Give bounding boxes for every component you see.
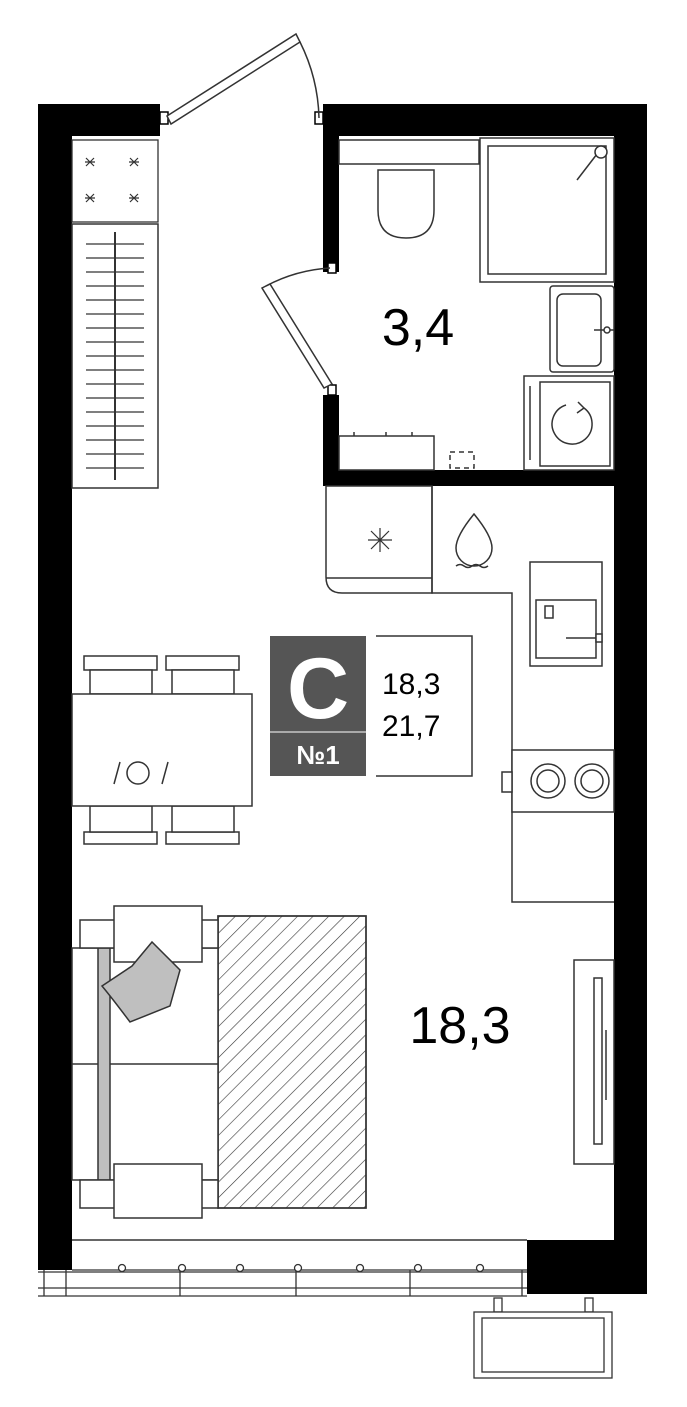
living-area: 18,3 bbox=[382, 668, 440, 701]
bath-vent bbox=[449, 451, 475, 469]
kitchen-counter bbox=[431, 486, 614, 903]
areas-box: 18,3 21,7 bbox=[376, 635, 473, 777]
wardrobe bbox=[573, 959, 615, 1165]
bed bbox=[71, 905, 367, 1219]
bath-cabinet bbox=[338, 432, 435, 471]
window-hinge bbox=[413, 1263, 423, 1273]
kitchen-sink bbox=[529, 561, 603, 667]
unit-type-letter: С bbox=[287, 641, 349, 737]
window-hinge bbox=[235, 1263, 245, 1273]
stove bbox=[501, 749, 615, 813]
wall-bath-left-upper bbox=[323, 104, 339, 272]
washing-machine bbox=[523, 375, 615, 471]
wall-cap bbox=[159, 111, 169, 125]
balcony-window bbox=[38, 1239, 613, 1379]
wall-bath-left-lower bbox=[323, 395, 339, 485]
fridge bbox=[325, 485, 433, 594]
vent-panel bbox=[71, 139, 159, 223]
window-hinge bbox=[293, 1263, 303, 1273]
dining-set bbox=[71, 655, 253, 845]
window-hinge bbox=[475, 1263, 485, 1273]
total-area: 21,7 bbox=[382, 710, 440, 743]
bathroom-area: 3,4 bbox=[382, 299, 454, 357]
wall-right bbox=[614, 104, 647, 1294]
unit-badge: С №1 bbox=[270, 636, 366, 776]
walls bbox=[38, 104, 647, 1294]
water-drop-icon bbox=[455, 512, 493, 569]
bathroom-door bbox=[260, 267, 334, 389]
wall-left bbox=[38, 104, 72, 1270]
bathroom-sink bbox=[549, 285, 615, 373]
wall-top-left bbox=[38, 104, 160, 136]
main-room-area: 18,3 bbox=[409, 997, 510, 1055]
wall-bath-bottom bbox=[323, 470, 647, 486]
unit-number: №1 bbox=[296, 740, 339, 770]
window-hinge bbox=[355, 1263, 365, 1273]
shower bbox=[479, 137, 615, 283]
window-hinge bbox=[177, 1263, 187, 1273]
wall-top-right bbox=[323, 104, 647, 136]
window-hinge bbox=[117, 1263, 127, 1273]
entrance-door bbox=[166, 32, 320, 126]
wall-cap bbox=[327, 384, 337, 396]
wall-bottom-right bbox=[527, 1240, 647, 1294]
radiator bbox=[71, 223, 159, 489]
toilet bbox=[338, 139, 480, 239]
